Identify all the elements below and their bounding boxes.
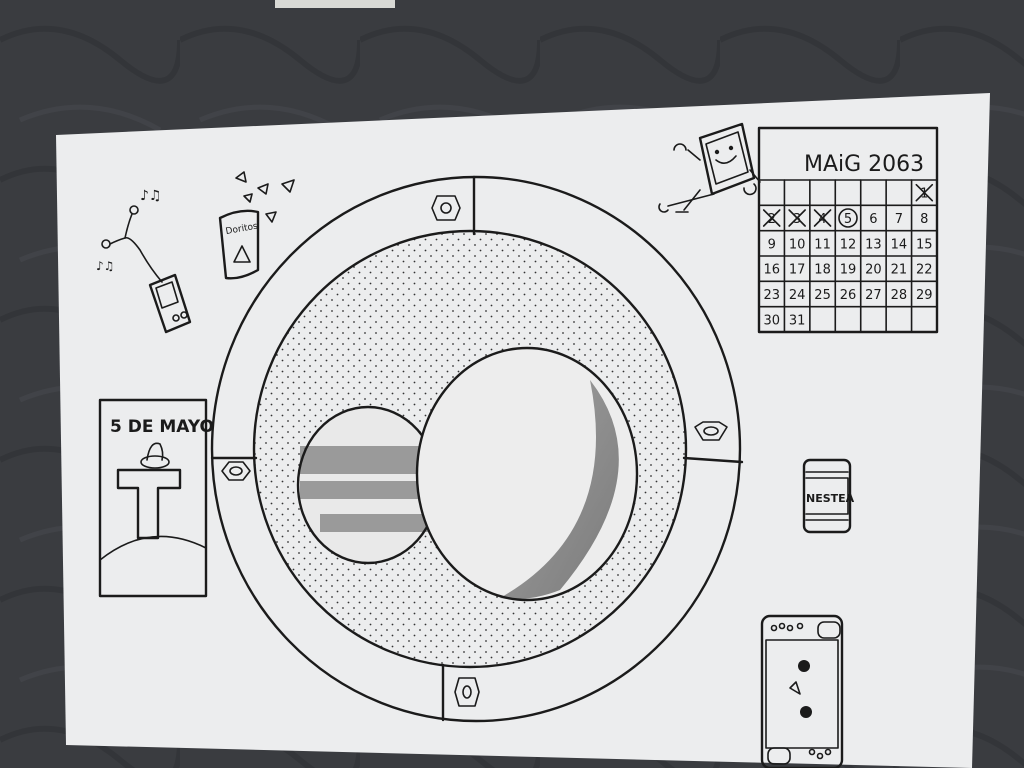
calendar-day: 22: [916, 263, 933, 278]
calendar-day: 10: [789, 237, 806, 252]
phone-mascot: [658, 122, 761, 213]
paper-edge-top: [275, 0, 395, 8]
calendar-day: 25: [814, 288, 831, 303]
calendar-day: 15: [916, 237, 933, 252]
hex-nut-left: [221, 461, 251, 481]
calendar-day-cross: [762, 209, 781, 227]
calendar-day: 31: [789, 313, 806, 328]
calendar-day-cross: [915, 183, 934, 202]
mascot-leg: [658, 193, 715, 213]
chip: [257, 183, 269, 195]
poster-cross: [116, 468, 182, 540]
console-button: [816, 752, 824, 760]
earphone-cable: [124, 213, 133, 239]
calendar-day: 29: [916, 288, 933, 303]
calendar-day: 18: [814, 263, 831, 278]
calendar-day: 30: [763, 313, 780, 328]
calendar-day: 14: [891, 237, 908, 252]
player-button: [180, 311, 188, 319]
calendar-day: 19: [840, 263, 857, 278]
sombrero-crown: [146, 442, 164, 461]
mascot-eye: [714, 149, 720, 155]
music-note-icon: ♪♫: [96, 259, 114, 273]
calendar-day: 17: [789, 263, 806, 278]
music-note-icon: ♪♫: [140, 188, 162, 204]
calendar-day: 24: [789, 288, 806, 303]
drink-brand-label: NESTEA: [806, 492, 855, 505]
chip: [243, 193, 253, 203]
player-screen: [155, 281, 179, 309]
console-stick: [767, 747, 791, 765]
calendar-day: 8: [920, 212, 928, 227]
console-screen: [765, 639, 839, 749]
calendar-day: 11: [814, 237, 831, 252]
drink-can: NESTEA: [802, 458, 855, 534]
player-button: [172, 314, 180, 322]
outer-ring: [210, 175, 742, 723]
console-nose: [789, 681, 801, 695]
calendar-day: 28: [891, 288, 908, 303]
poster: 5 DE MAYO: [98, 398, 214, 598]
hex-nut-right: [694, 421, 728, 441]
calendar-day: 7: [895, 212, 903, 227]
mascot-arm: [743, 169, 761, 196]
console-button: [808, 748, 816, 756]
hex-nut-top: [431, 195, 461, 221]
calendar-title: MAiG 2063: [804, 152, 924, 177]
calendar-day: 13: [865, 237, 882, 252]
calendar-day: 9: [768, 237, 776, 252]
mascot-eye: [728, 145, 734, 151]
calendar-day: 3: [793, 212, 801, 227]
calendar-day: 21: [891, 263, 908, 278]
calendar-day: 16: [763, 263, 780, 278]
music-player: ♪♫ ♪♫: [96, 188, 192, 334]
chip: [281, 179, 295, 193]
chips-logo: [233, 245, 251, 263]
console-button: [824, 748, 832, 756]
inner-ring: [252, 229, 688, 669]
striped-planet: [296, 405, 440, 565]
calendar-day-cross: [813, 209, 832, 227]
hex-nut-bottom: [454, 677, 480, 707]
console-eye: [798, 660, 810, 672]
calendar-day: 20: [865, 263, 882, 278]
console-button: [778, 622, 786, 630]
earbud: [129, 205, 139, 215]
calendar-day: 27: [865, 288, 882, 303]
mascot-smile: [715, 155, 737, 164]
ring-divider-right: [682, 456, 744, 464]
console-button: [796, 622, 804, 630]
calendar-day: 23: [763, 288, 780, 303]
mascot-arm: [673, 143, 701, 161]
calendar-day: 2: [768, 212, 776, 227]
console-stick: [817, 621, 841, 639]
calendar-day-cross: [788, 209, 806, 227]
calendar-day: 4: [818, 212, 826, 227]
calendar-day: 6: [869, 212, 877, 227]
calendar-day: 1: [920, 187, 928, 202]
console-button: [770, 624, 778, 632]
earphone-cable: [109, 236, 163, 283]
calendar-day: 12: [840, 237, 857, 252]
console-button: [786, 624, 794, 632]
handheld-console: [760, 614, 844, 768]
poster-title: 5 DE MAYO: [110, 417, 214, 437]
chip: [235, 171, 247, 183]
calendar-day: 26: [840, 288, 857, 303]
earbud: [101, 239, 111, 249]
console-eye: [800, 706, 812, 718]
moon: [415, 346, 639, 602]
sombrero-brim: [140, 455, 170, 469]
chip: [265, 211, 277, 223]
calendar-day: 5: [844, 212, 852, 227]
calendar-day-circle: [838, 208, 858, 228]
